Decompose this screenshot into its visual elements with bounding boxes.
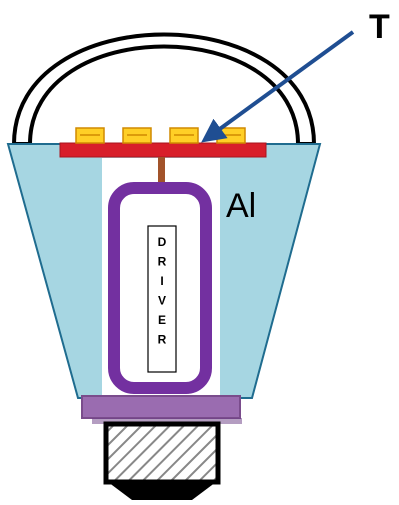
screw-base (103, 421, 221, 485)
driver-letter: V (158, 294, 166, 308)
bulb-collar (81, 395, 241, 419)
driver-stem (158, 157, 165, 186)
label-t: T (369, 8, 390, 46)
driver-letter: R (158, 255, 167, 269)
label-al: Al (226, 187, 256, 225)
arrow-icon (201, 30, 355, 143)
driver-letter: D (158, 235, 167, 249)
bulb-dome (12, 32, 316, 146)
driver-label-box (147, 225, 177, 373)
driver-letter: R (158, 333, 167, 347)
driver-letter: I (160, 274, 163, 288)
base-contact (108, 482, 216, 500)
led-board (59, 142, 267, 158)
driver-letter: E (158, 313, 166, 327)
